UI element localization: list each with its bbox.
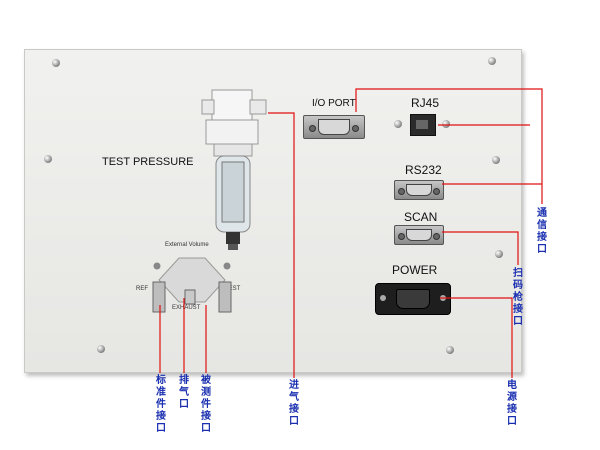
rs232-label: RS232 [405,163,442,177]
callout-line-scan [442,231,519,265]
rj45-socket [416,120,428,129]
rj45-jack[interactable] [410,114,436,136]
rs232-connector[interactable] [394,180,444,200]
scan-label: SCAN [404,210,438,224]
device-panel [24,49,522,373]
screw [394,120,402,128]
screw [495,250,503,258]
screw [446,346,454,354]
scan-connector[interactable] [394,225,444,245]
test-pressure-label: TEST PRESSURE [102,156,194,168]
connector-screw [433,232,440,240]
screw [442,120,450,128]
exhaust-port-callout: 排气口 [179,375,189,410]
screw [488,57,496,65]
screw [492,156,500,164]
callout-line-air-inlet [268,112,295,378]
external-volume-block [152,257,232,313]
scan-socket [406,229,432,241]
io-port-label: I/O PORT [312,98,356,109]
test-label: TEST [225,286,241,292]
power-port-callout: 电源接口 [507,380,517,427]
standard-port-callout: 标准件接口 [156,375,166,434]
screw [52,59,60,67]
power-socket-inlet [396,289,430,309]
scanner-port-callout: 扫码枪接口 [513,268,523,327]
connector-screw [398,187,405,195]
connector-screw [352,124,359,132]
power-socket-screw [380,295,386,301]
connector-screw [398,232,405,240]
connector-screw [433,187,440,195]
exhaust-label: EXHAUST [172,305,201,311]
callout-line-power [440,297,513,378]
test-piece-port-callout: 被测件接口 [201,375,211,434]
rj45-label: RJ45 [411,96,440,110]
rs232-socket [406,184,432,196]
screw [97,345,105,353]
power-socket[interactable] [375,283,451,315]
air-inlet-callout: 进气接口 [289,380,299,427]
screw [44,155,52,163]
io-port-connector[interactable] [303,115,365,139]
external-volume-label: External Volume [165,242,209,248]
power-label: POWER [392,263,438,277]
ref-label: REF [136,286,148,292]
io-port-socket [318,119,350,135]
communication-port-callout: 通信接口 [537,208,547,255]
air-filter [201,89,267,250]
callout-line-io [355,88,543,204]
connector-screw [309,124,316,132]
